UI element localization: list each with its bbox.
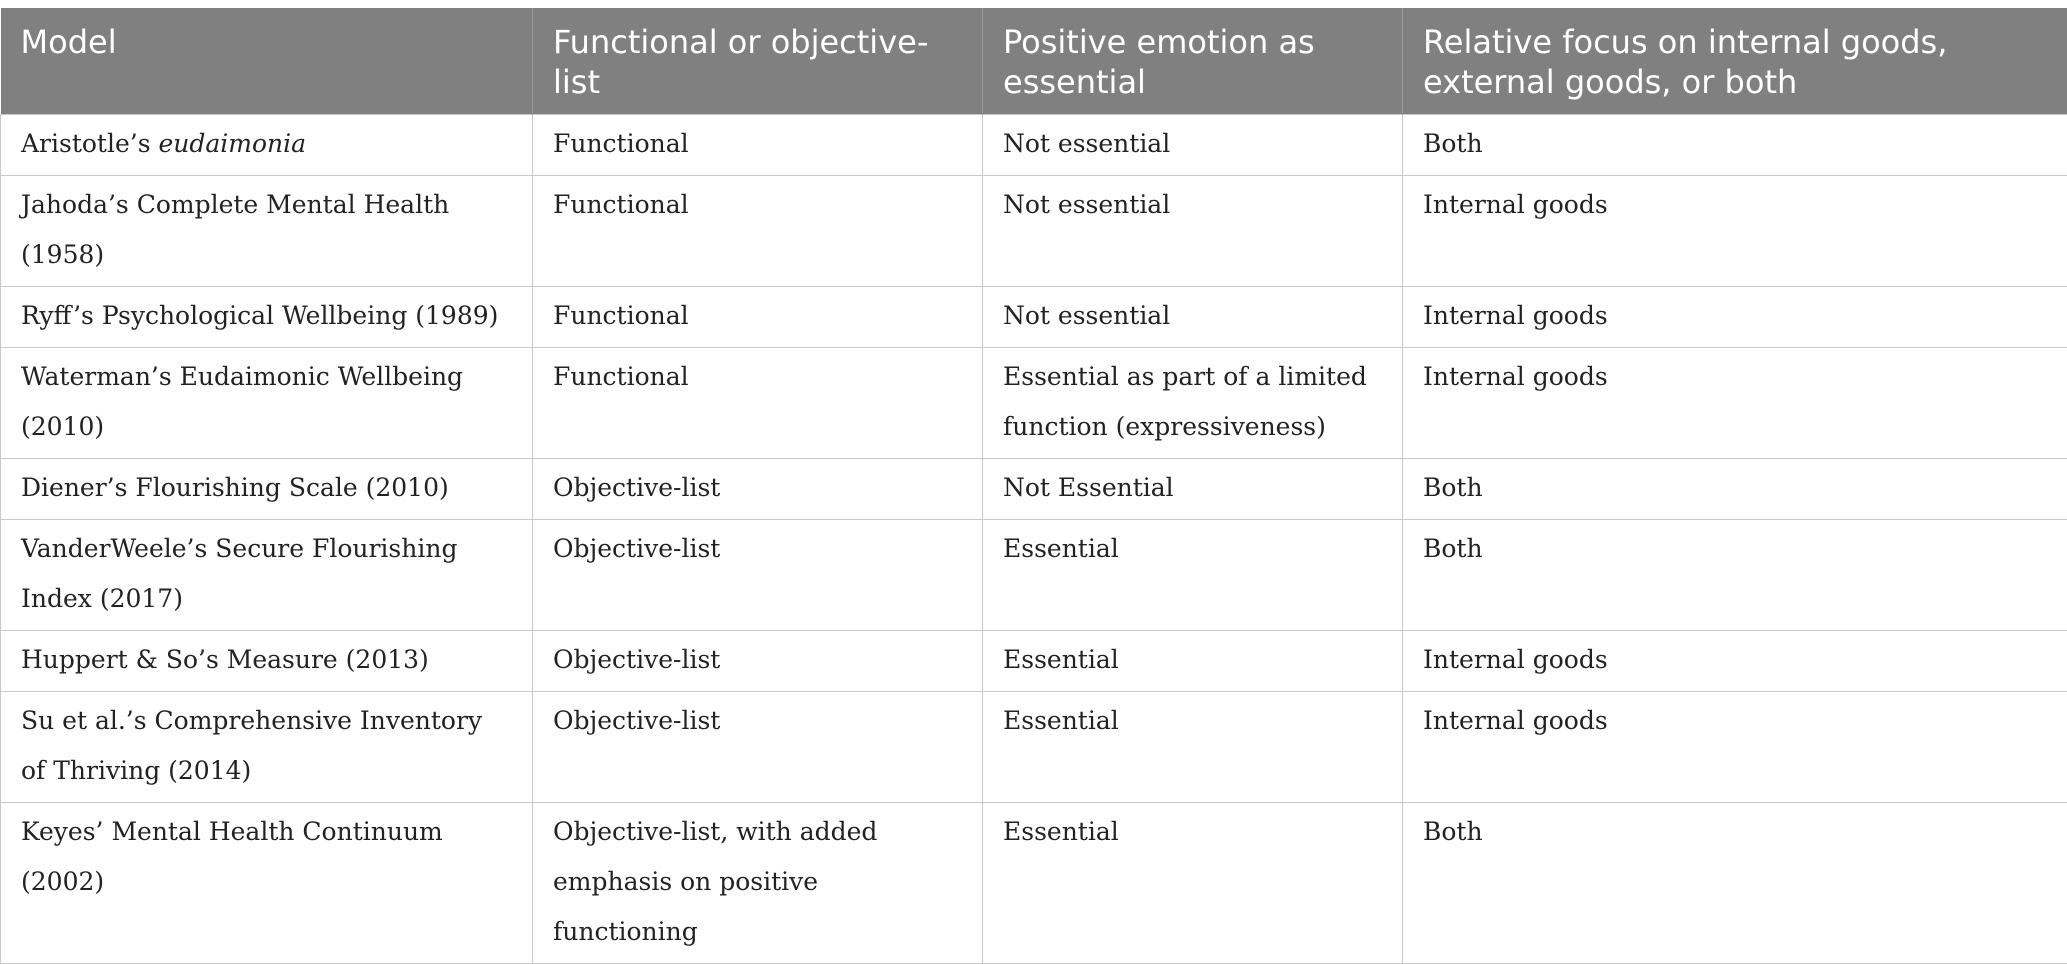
- table-row: Huppert & So’s Measure (2013) Objective-…: [1, 631, 2067, 692]
- cell-model: Keyes’ Mental Health Continuum (2002): [1, 803, 533, 964]
- cell-model: Su et al.’s Comprehensive Inventory of T…: [1, 692, 533, 803]
- cell-type: Functional: [533, 115, 983, 176]
- cell-type: Objective-list: [533, 459, 983, 520]
- cell-emotion: Not essential: [983, 287, 1403, 348]
- table-body: Aristotle’s eudaimonia Functional Not es…: [1, 115, 2067, 964]
- cell-emotion: Not Essential: [983, 459, 1403, 520]
- cell-model: Diener’s Flourishing Scale (2010): [1, 459, 533, 520]
- cell-model-text: Aristotle’s: [21, 129, 159, 158]
- cell-type: Functional: [533, 287, 983, 348]
- table-row: VanderWeele’s Secure Flourishing Index (…: [1, 520, 2067, 631]
- cell-emotion: Essential: [983, 692, 1403, 803]
- cell-focus: Internal goods: [1403, 348, 2067, 459]
- cell-emotion: Essential as part of a limited function …: [983, 348, 1403, 459]
- header-model: Model: [1, 8, 533, 115]
- header-functional-or-objective-list: Functional or objective-list: [533, 8, 983, 115]
- cell-emotion: Essential: [983, 631, 1403, 692]
- table-row: Ryff’s Psychological Wellbeing (1989) Fu…: [1, 287, 2067, 348]
- cell-type: Functional: [533, 176, 983, 287]
- cell-type: Objective-list: [533, 520, 983, 631]
- header-positive-emotion: Positive emotion as essential: [983, 8, 1403, 115]
- header-row: Model Functional or objective-list Posit…: [1, 8, 2067, 115]
- cell-emotion: Essential: [983, 520, 1403, 631]
- cell-emotion: Not essential: [983, 115, 1403, 176]
- cell-focus: Both: [1403, 803, 2067, 964]
- wellbeing-models-table: Model Functional or objective-list Posit…: [0, 8, 2067, 964]
- cell-focus: Internal goods: [1403, 176, 2067, 287]
- cell-model: Aristotle’s eudaimonia: [1, 115, 533, 176]
- table-row: Aristotle’s eudaimonia Functional Not es…: [1, 115, 2067, 176]
- cell-emotion: Not essential: [983, 176, 1403, 287]
- table-row: Waterman’s Eudaimonic Wellbeing (2010) F…: [1, 348, 2067, 459]
- cell-type: Objective-list, with added emphasis on p…: [533, 803, 983, 964]
- cell-type: Objective-list: [533, 692, 983, 803]
- cell-model-italic: eudaimonia: [159, 129, 307, 158]
- cell-model: Ryff’s Psychological Wellbeing (1989): [1, 287, 533, 348]
- cell-focus: Internal goods: [1403, 631, 2067, 692]
- header-relative-focus: Relative focus on internal goods, extern…: [1403, 8, 2067, 115]
- cell-model: Waterman’s Eudaimonic Wellbeing (2010): [1, 348, 533, 459]
- cell-model: Jahoda’s Complete Mental Health (1958): [1, 176, 533, 287]
- cell-focus: Internal goods: [1403, 287, 2067, 348]
- wellbeing-models-table-container: Model Functional or objective-list Posit…: [0, 8, 2067, 964]
- cell-type: Functional: [533, 348, 983, 459]
- table-header: Model Functional or objective-list Posit…: [1, 8, 2067, 115]
- cell-emotion: Essential: [983, 803, 1403, 964]
- cell-focus: Both: [1403, 520, 2067, 631]
- table-row: Diener’s Flourishing Scale (2010) Object…: [1, 459, 2067, 520]
- cell-type: Objective-list: [533, 631, 983, 692]
- cell-model: VanderWeele’s Secure Flourishing Index (…: [1, 520, 533, 631]
- cell-model: Huppert & So’s Measure (2013): [1, 631, 533, 692]
- table-row: Su et al.’s Comprehensive Inventory of T…: [1, 692, 2067, 803]
- table-row: Keyes’ Mental Health Continuum (2002) Ob…: [1, 803, 2067, 964]
- cell-focus: Both: [1403, 115, 2067, 176]
- cell-focus: Internal goods: [1403, 692, 2067, 803]
- cell-focus: Both: [1403, 459, 2067, 520]
- table-row: Jahoda’s Complete Mental Health (1958) F…: [1, 176, 2067, 287]
